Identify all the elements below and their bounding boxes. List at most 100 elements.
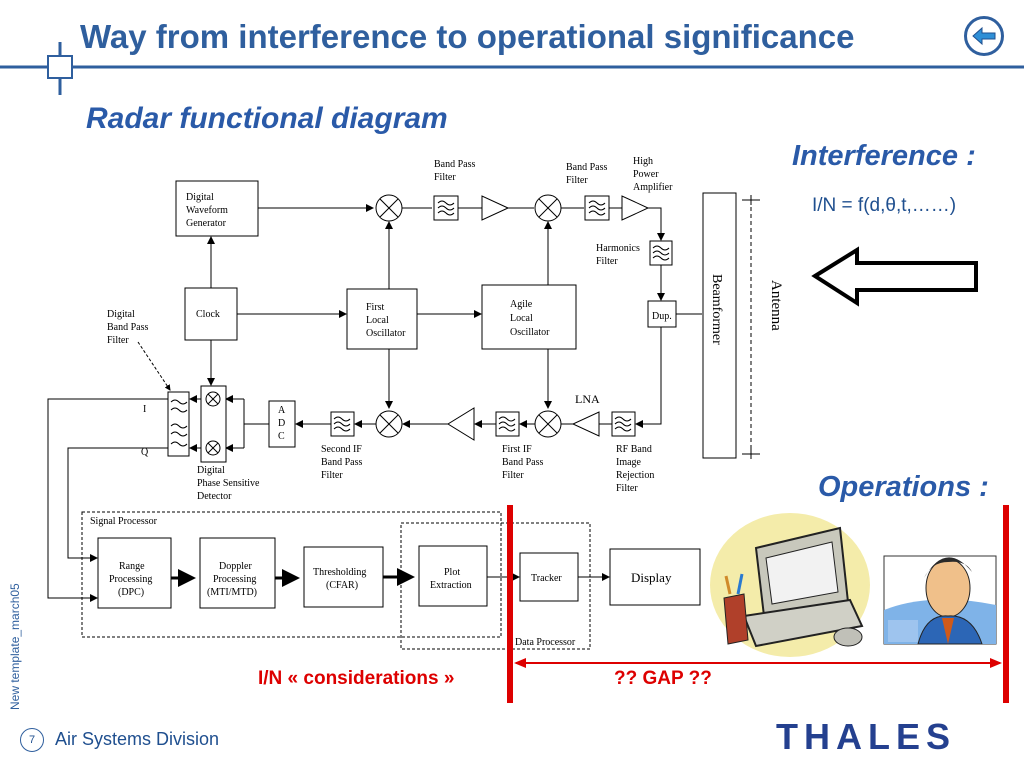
- division-label: Air Systems Division: [55, 729, 220, 749]
- dpsd-label-2: Phase Sensitive: [197, 478, 260, 489]
- harmonics-filter: [649, 240, 673, 266]
- antenna-label: Antenna: [768, 280, 784, 331]
- tx-amplifier-1: [481, 195, 510, 221]
- plot-extraction-box: [418, 545, 488, 607]
- slide-title: Way from interference to operational sig…: [80, 18, 855, 55]
- secondif-label-1: Second IF: [321, 444, 362, 455]
- range-processing-box: [97, 537, 172, 609]
- gap-label: ?? GAP ??: [614, 668, 712, 689]
- thales-logo: THALES: [776, 716, 956, 757]
- dup-label: Dup.: [652, 311, 672, 322]
- lna-amplifier: [571, 411, 600, 437]
- tx-band-pass-filter-1: [433, 195, 459, 221]
- bpf1-label-2: Filter: [434, 172, 456, 183]
- dbpf-label-1: Digital: [107, 309, 135, 320]
- display-box: [609, 548, 701, 606]
- operations-heading: Operations :: [818, 471, 989, 503]
- sp-label: Signal Processor: [90, 516, 158, 527]
- considerations-label: I/N « considerations »: [258, 668, 455, 689]
- flo-label-2: Local: [366, 315, 389, 326]
- tracker-box: [519, 552, 579, 602]
- adc-label-1: A: [278, 405, 286, 416]
- range-label-1: Range: [119, 561, 145, 572]
- thresholding-box: [303, 546, 384, 608]
- alo-label-2: Local: [510, 313, 533, 324]
- display-label: Display: [631, 570, 672, 585]
- agile-lo-box: [481, 284, 577, 350]
- dpsd-mixer-q: [205, 440, 221, 456]
- first-lo-box: [346, 288, 418, 350]
- tracker-label: Tracker: [531, 573, 562, 584]
- firstif-label-2: Band Pass: [502, 457, 544, 468]
- interference-formula: I/N = f(d,θ,t,……): [812, 195, 957, 216]
- dpsd-label-3: Detector: [197, 491, 232, 502]
- operator-portrait-icon: [883, 555, 997, 645]
- thresh-label-2: (CFAR): [326, 580, 358, 591]
- bpf1-label-1: Band Pass: [434, 159, 476, 170]
- page-number: 7: [20, 728, 44, 752]
- thresh-label-1: Thresholding: [313, 567, 366, 578]
- second-if-filter: [330, 411, 355, 437]
- plot-label-1: Plot: [444, 567, 460, 578]
- range-label-3: (DPC): [118, 587, 144, 598]
- high-power-amplifier: [621, 195, 650, 221]
- dwg-line-2: Waveform: [186, 205, 228, 216]
- hpa-label-2: Power: [633, 169, 659, 180]
- rx-mixer-2: [375, 410, 403, 438]
- rfband-label-1: RF Band: [616, 444, 652, 455]
- rfband-label-2: Image: [616, 457, 642, 468]
- q-channel-label: Q: [141, 447, 149, 458]
- secondif-label-2: Band Pass: [321, 457, 363, 468]
- doppler-label-3: (MTI/MTD): [207, 587, 257, 598]
- beamformer-label: Beamformer: [709, 274, 724, 345]
- first-if-filter: [495, 411, 520, 437]
- range-label-2: Processing: [109, 574, 152, 585]
- adc-box: [268, 400, 296, 448]
- dpsd-mixer-i: [205, 391, 221, 407]
- interference-heading: Interference :: [792, 140, 976, 172]
- doppler-label-2: Processing: [213, 574, 256, 585]
- tx-mixer-2: [534, 194, 562, 222]
- clock-box: [184, 287, 238, 341]
- alo-label-1: Agile: [510, 299, 533, 310]
- firstif-label-3: Filter: [502, 470, 524, 481]
- plot-extraction-frame: [400, 522, 591, 650]
- clock-label: Clock: [196, 309, 220, 320]
- doppler-label-1: Doppler: [219, 561, 252, 572]
- secondif-label-3: Filter: [321, 470, 343, 481]
- hpa-label-1: High: [633, 156, 653, 167]
- alo-label-3: Oscillator: [510, 327, 550, 338]
- tx-band-pass-filter-2: [584, 195, 610, 221]
- harm-label-1: Harmonics: [596, 243, 640, 254]
- rf-image-rejection-filter: [611, 411, 636, 437]
- if-amplifier: [447, 407, 475, 441]
- computer-clipart-icon: [710, 513, 870, 657]
- dbpf-label-2: Band Pass: [107, 322, 149, 333]
- rfband-label-4: Filter: [616, 483, 638, 494]
- adc-label-2: D: [278, 418, 285, 429]
- adc-label-3: C: [278, 431, 285, 442]
- waveform-generator-box: [175, 180, 259, 237]
- harm-label-2: Filter: [596, 256, 618, 267]
- header-rule: [0, 42, 1024, 95]
- flo-label-3: Oscillator: [366, 328, 406, 339]
- dpsd-label-1: Digital: [197, 465, 225, 476]
- plot-label-2: Extraction: [430, 580, 472, 591]
- signal-processor-frame: [81, 511, 502, 638]
- lna-label: LNA: [575, 392, 600, 406]
- dp-label: Data Processor: [515, 637, 576, 648]
- rfband-label-3: Rejection: [616, 470, 654, 481]
- template-name: New template_march05: [8, 583, 22, 710]
- flo-label-1: First: [366, 302, 385, 313]
- interference-arrow-icon: [811, 246, 978, 307]
- dwg-line-1: Digital: [186, 192, 214, 203]
- hpa-label-3: Amplifier: [633, 182, 673, 193]
- back-arrow-icon[interactable]: [964, 16, 1004, 56]
- firstif-label-1: First IF: [502, 444, 532, 455]
- rx-mixer-1: [534, 410, 562, 438]
- bpf2-label-1: Band Pass: [566, 162, 608, 173]
- dbpf-label-3: Filter: [107, 335, 129, 346]
- beamformer-box: [702, 192, 737, 459]
- doppler-processing-box: [199, 537, 276, 609]
